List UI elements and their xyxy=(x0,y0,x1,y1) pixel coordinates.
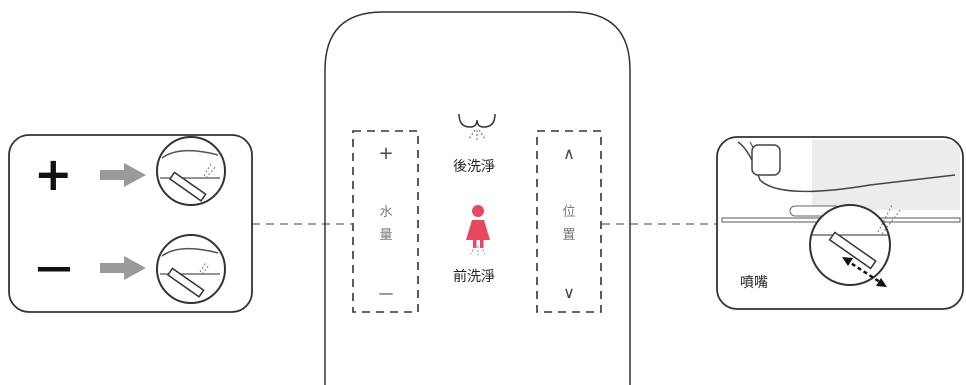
position-box xyxy=(536,130,602,313)
front-wash-label[interactable]: 前洗淨 xyxy=(453,269,495,285)
plus-symbol: + xyxy=(34,147,73,201)
arrow-right-icon xyxy=(100,256,146,280)
front-wash-icon xyxy=(466,205,490,255)
water-volume-box xyxy=(352,130,419,313)
rear-wash-icon xyxy=(458,113,496,140)
remote-outline xyxy=(324,11,631,385)
water-volume-label-1: 水 xyxy=(379,205,393,220)
water-volume-label-2: 量 xyxy=(379,228,393,243)
minus-symbol: — xyxy=(36,247,72,288)
rear-wash-label[interactable]: 後洗淨 xyxy=(453,159,495,175)
arrow-right-icon xyxy=(100,163,146,187)
position-up-button[interactable]: ∧ xyxy=(563,144,575,163)
toilet-nozzle-illustration xyxy=(721,140,961,287)
water-volume-increase-button[interactable]: + xyxy=(378,143,394,164)
position-down-button[interactable]: ∨ xyxy=(563,283,575,302)
nozzle-retracted-icon xyxy=(156,234,226,304)
nozzle-extended-icon xyxy=(156,136,226,206)
position-label-2: 置 xyxy=(562,228,576,243)
water-volume-decrease-button[interactable]: — xyxy=(378,284,394,302)
position-label-1: 位 xyxy=(562,205,576,220)
nozzle-label: 噴嘴 xyxy=(740,275,768,291)
